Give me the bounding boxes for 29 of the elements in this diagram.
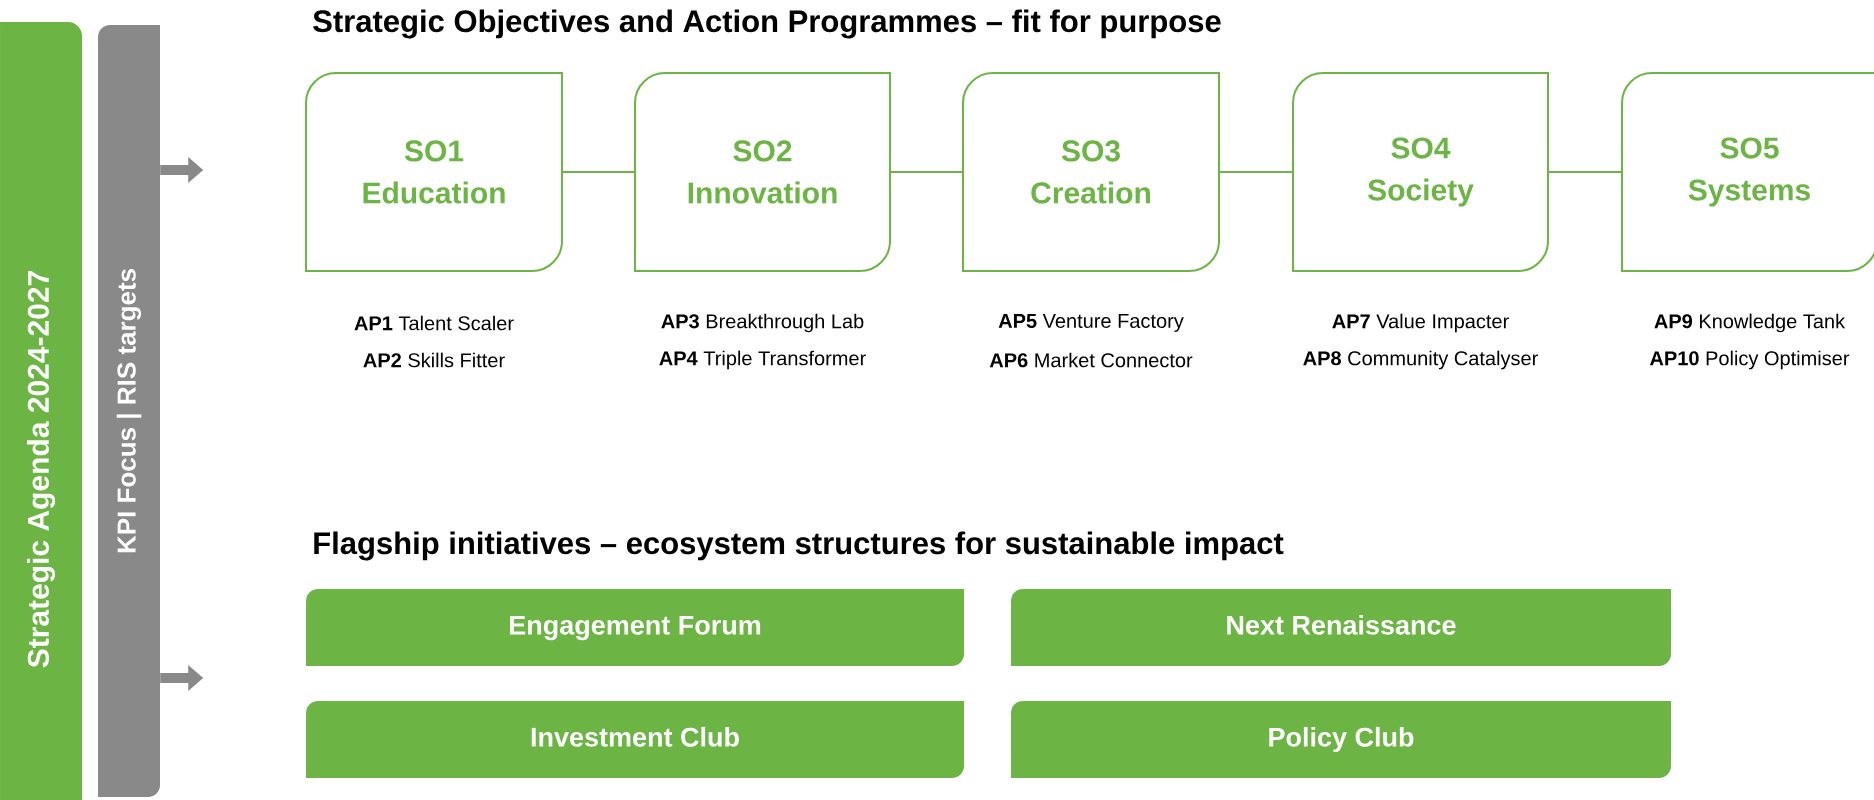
agenda-bar: Strategic Agenda 2024-2027: [0, 22, 82, 800]
programme-text: AP5 Venture Factory: [998, 314, 1184, 332]
programme-text: AP9 Knowledge Tank: [1654, 313, 1846, 333]
connector-line: [889, 171, 964, 173]
programme-text: AP4 Triple Transformer: [659, 350, 866, 370]
programme-text: AP10 Policy Optimiser: [1650, 350, 1850, 370]
objective-box: SO2 Innovation: [634, 72, 891, 272]
connector-line: [561, 171, 636, 173]
programme-text: AP1 Talent Scaler: [354, 315, 514, 331]
programme-text: AP8 Community Catalyser: [1303, 350, 1538, 370]
initiative-box: Policy Club: [1011, 701, 1671, 778]
initiative-box: Engagement Forum: [306, 589, 964, 666]
programme-text: AP3 Breakthrough Lab: [661, 313, 864, 333]
arrow: [160, 157, 204, 183]
programme-text: AP2 Skills Fitter: [363, 352, 505, 368]
initiative-box: Next Renaissance: [1011, 589, 1671, 666]
kpi-bar: KPI Focus | RIS targets: [98, 25, 160, 797]
connector-line: [1547, 171, 1623, 173]
section-heading: Strategic Objectives and Action Programmes – fit for purpose: [313, 9, 1221, 39]
connector-line: [1218, 171, 1294, 173]
objective-box: SO1 Education: [305, 72, 563, 272]
programme-text: AP6 Market Connector: [989, 352, 1193, 368]
initiative-box: Investment Club: [306, 701, 964, 778]
section-heading: Flagship initiatives – ecosystem structures for sustainable impact: [314, 531, 1284, 561]
objective-box: SO3 Creation: [962, 72, 1220, 272]
objective-box: SO4 Society: [1292, 72, 1549, 272]
programme-text: AP7 Value Impacter: [1332, 313, 1509, 333]
objective-box: SO5 Systems: [1621, 72, 1874, 272]
arrow: [160, 665, 204, 691]
